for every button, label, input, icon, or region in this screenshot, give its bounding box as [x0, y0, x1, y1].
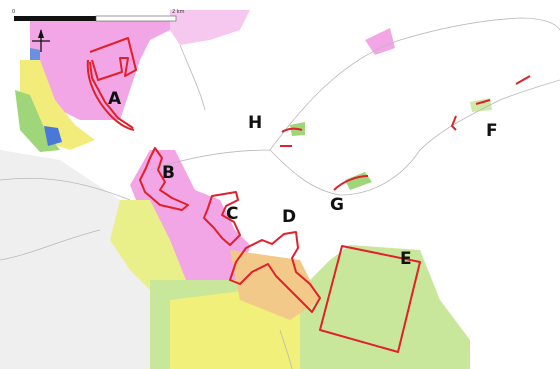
pink-patch-shore [365, 28, 395, 55]
coastline-north [269, 17, 560, 151]
scale-bar-white-segment [95, 15, 177, 22]
site-label-c: C [226, 204, 238, 224]
pink-zone-north-east [170, 10, 250, 45]
road-south [279, 329, 293, 369]
orange-plain-south [230, 250, 320, 320]
site-outline-f-2[interactable] [475, 99, 491, 105]
site-label-e: E [400, 249, 412, 269]
road-west [0, 177, 131, 201]
site-label-b: B [162, 163, 175, 183]
road-southwest [0, 229, 101, 261]
scale-label-zero: 0 [12, 9, 15, 15]
road-north [179, 44, 206, 111]
site-outline-f-1[interactable] [515, 75, 531, 85]
water-spot-west [44, 126, 62, 146]
site-outlines [86, 37, 531, 353]
site-outline-d[interactable] [229, 231, 321, 313]
urban-grey-area [0, 150, 150, 369]
pink-zone-middle [130, 150, 250, 300]
coastline-south [269, 79, 560, 196]
site-outline-c[interactable] [203, 191, 241, 246]
site-outline-b[interactable] [139, 147, 189, 211]
site-label-h: H [248, 113, 262, 133]
site-outline-f-3[interactable] [451, 115, 457, 131]
yellow-zone-middle [110, 200, 190, 300]
site-outline-a-outer[interactable] [86, 59, 135, 131]
scale-bar-black-segment [14, 16, 96, 21]
scale-bar: 0 2 km [12, 9, 185, 22]
site-outline-e[interactable] [319, 245, 421, 353]
line-features [0, 17, 560, 369]
site-label-a: A [108, 89, 122, 109]
site-label-d: D [282, 207, 296, 227]
road-central [149, 149, 271, 171]
land-use-layer [0, 10, 492, 369]
site-outline-h-1[interactable] [281, 127, 303, 133]
site-outline-g[interactable] [333, 175, 369, 191]
north-arrow-icon [32, 29, 50, 52]
site-labels: A B C D E F G H [108, 89, 498, 269]
site-label-g: G [330, 195, 344, 215]
site-label-f: F [486, 121, 498, 141]
site-outline-a[interactable] [89, 37, 137, 129]
scale-label-end: 2 km [172, 9, 185, 15]
pink-zone-north [30, 18, 170, 120]
water-spot-north [30, 48, 40, 60]
